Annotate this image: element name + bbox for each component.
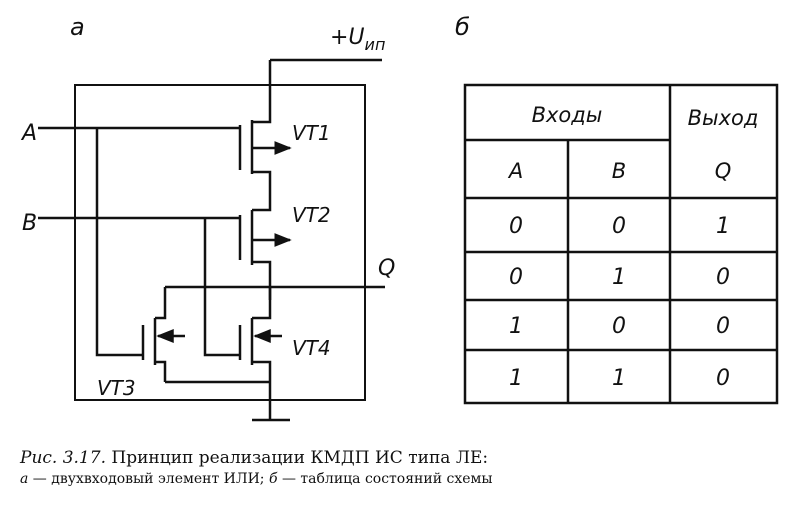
- table-header-a: A: [507, 159, 523, 183]
- vt4-transistor: [238, 318, 282, 382]
- vt3-label: VT3: [97, 376, 136, 400]
- table-group-inputs: Входы: [532, 103, 603, 127]
- vt4-label: VT4: [292, 336, 331, 360]
- caption-title-line: Рис. 3.17. Принцип реализации КМДП ИС ти…: [20, 448, 780, 469]
- table-cell: 0: [716, 265, 730, 290]
- caption-title: Принцип реализации КМДП ИС типа ЛЕ:: [111, 448, 489, 468]
- vt2-label: VT2: [292, 203, 331, 227]
- input-a-to-vt3-gate: [95, 128, 143, 357]
- truth-table: [463, 83, 779, 405]
- caption-legend-a: а: [20, 471, 29, 487]
- caption-prefix: Рис. 3.17.: [20, 448, 106, 468]
- figure-caption: Рис. 3.17. Принцип реализации КМДП ИС ти…: [20, 448, 780, 490]
- table-cell: 1: [612, 265, 626, 290]
- output-q-label: Q: [378, 256, 395, 281]
- table-cell: 0: [509, 214, 523, 239]
- vt1-transistor: [238, 120, 292, 212]
- panel-b-label: б: [455, 13, 470, 41]
- table-cell: 0: [716, 366, 730, 391]
- panel-a-label: а: [70, 13, 85, 41]
- caption-legend-b: б: [268, 471, 278, 487]
- table-header-q: Q: [715, 159, 732, 183]
- table-group-output: Выход: [688, 106, 759, 130]
- chip-boundary: [74, 84, 366, 401]
- table-cell: 0: [716, 314, 730, 339]
- caption-legend-b-text: — таблица состояний схемы: [277, 471, 493, 487]
- table-header-b: B: [612, 159, 626, 183]
- caption-legend-line: а — двухвходовый элемент ИЛИ; б — таблиц…: [20, 469, 780, 490]
- vt4-drain-lead: [252, 287, 272, 320]
- supply-label: +Uип: [330, 25, 385, 54]
- table-cell: 0: [509, 265, 523, 290]
- table-cell: 1: [509, 366, 523, 391]
- table-cell: 1: [509, 314, 523, 339]
- vt1-label: VT1: [292, 121, 331, 145]
- table-cell: 0: [612, 214, 626, 239]
- input-b-to-vt4-gate: [203, 218, 240, 357]
- caption-legend-a-text: — двухвходовый элемент ИЛИ;: [28, 471, 269, 487]
- vt3-transistor: [141, 318, 185, 382]
- figure: а б: [20, 13, 779, 422]
- nor-gate-schematic: [38, 58, 385, 422]
- input-b-label: B: [22, 211, 37, 236]
- table-cell: 0: [612, 314, 626, 339]
- vt1-source-lead: [252, 60, 272, 124]
- vt3-drain-lead: [155, 287, 167, 320]
- input-a-label: A: [20, 121, 37, 146]
- table-cell: 1: [716, 214, 730, 239]
- table-cell: 1: [612, 366, 626, 391]
